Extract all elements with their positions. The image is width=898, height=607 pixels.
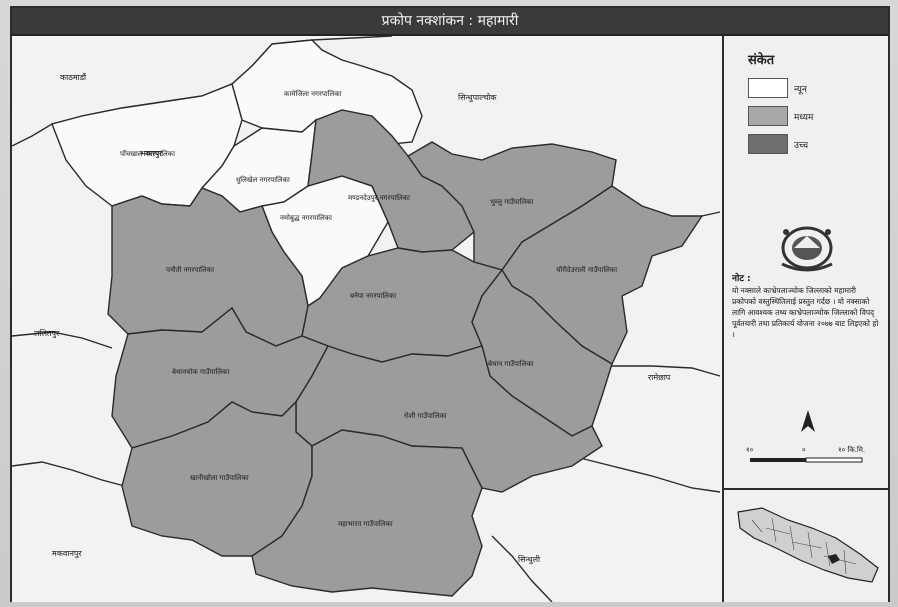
label-m9: बेथानचोक गाउँपालिका xyxy=(172,367,229,376)
label-m13: खानीखोला गाउँपालिका xyxy=(190,473,249,482)
map-area[interactable]: कामेजिला नगरपालिका पाँचखाल नगरपालिका धुल… xyxy=(12,36,724,602)
legend-heading: संकेत xyxy=(748,53,775,68)
legend-label-low: न्यून xyxy=(794,85,807,95)
side-panel: संकेत न्यून मध्यम उच्च नोट : यो नक्साले … xyxy=(724,36,888,602)
note-title: नोट : xyxy=(732,274,751,284)
map-frame: प्रकोप नक्शांकन : महामारी xyxy=(10,6,890,602)
scale-bar: १० ० १० कि.मि. xyxy=(746,445,865,463)
label-lalitpur: ललितपुर xyxy=(34,328,60,339)
label-m11: बेथान गाउँपालिका xyxy=(488,359,534,368)
label-sindhuli: सिन्धुली xyxy=(518,554,541,565)
label-sindhupalchok: सिन्धुपाल्चोक xyxy=(458,92,497,103)
label-m2: पाँचखाल नगरपालिका xyxy=(120,149,175,158)
outside-district-labels: काठमाडौं भक्तपुर सिन्धुपाल्चोक ललितपुर र… xyxy=(34,72,671,565)
label-m3: धुलिखेल नगरपालिका xyxy=(236,175,290,184)
label-makwanpur: मकवानपुर xyxy=(52,549,82,559)
low-risk-areas xyxy=(51,39,423,308)
label-m10: नमोबुद्ध नगरपालिका xyxy=(280,213,332,222)
label-m7: भुम्लु गाउँपालिका xyxy=(490,197,534,206)
label-m8: चौरीदेउराली गाउँपालिका xyxy=(556,265,617,274)
panel-divider xyxy=(724,488,888,490)
government-emblem-icon xyxy=(781,226,833,272)
scale-right: १० कि.मि. xyxy=(838,445,865,454)
label-kathmandu: काठमाडौं xyxy=(60,72,87,82)
scale-mid: ० xyxy=(802,446,806,454)
label-m5: बनेपा नगरपालिका xyxy=(350,291,396,300)
label-ramechhap: रामेछाप xyxy=(648,372,671,382)
label-m1: कामेजिला नगरपालिका xyxy=(284,89,342,98)
district-map[interactable]: कामेजिला नगरपालिका पाँचखाल नगरपालिका धुल… xyxy=(12,36,722,602)
map-title: प्रकोप नक्शांकन : महामारी xyxy=(381,13,519,29)
label-m14: महाभारत गाउँपालिका xyxy=(338,519,393,528)
label-bhaktapur: भक्तपुर xyxy=(140,149,163,159)
north-arrow-icon xyxy=(801,410,815,432)
title-bar: प्रकोप नक्शांकन : महामारी xyxy=(12,8,888,36)
region-mahabharat[interactable] xyxy=(251,429,483,597)
label-m4: पनौती नगरपालिका xyxy=(166,265,214,274)
label-m12: रोशी गाउँपालिका xyxy=(404,411,447,420)
nepal-inset-map xyxy=(737,507,879,583)
legend-swatch-low xyxy=(748,78,788,98)
legend-label-medium: मध्यम xyxy=(794,113,814,123)
municipality-labels: कामेजिला नगरपालिका पाँचखाल नगरपालिका धुल… xyxy=(120,89,617,528)
map-note: नोट : यो नक्साले काभ्रेपलाञ्चोक जिल्लाको… xyxy=(732,274,882,340)
label-m6: मण्डनदेउपुर नगरपालिका xyxy=(348,193,410,202)
scale-left: १० xyxy=(746,446,754,454)
legend-label-high: उच्च xyxy=(794,141,809,151)
legend-swatch-high xyxy=(748,134,788,154)
legend-swatch-medium xyxy=(748,106,788,126)
note-text: यो नक्साले काभ्रेपलाञ्चोक जिल्लाको महामा… xyxy=(732,286,879,339)
medium-risk-areas xyxy=(107,109,704,597)
